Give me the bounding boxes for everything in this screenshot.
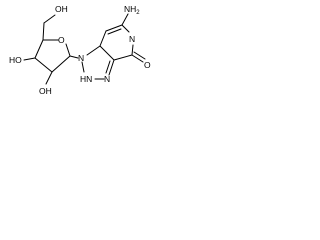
bond-n3-c3a (108, 59, 115, 76)
label-oh-top: OH (55, 4, 68, 14)
bond-c3-oh (23, 57, 36, 61)
bond-c7a-c3a (99, 45, 115, 61)
bond-n1-n2 (81, 61, 85, 73)
bond-c3-c2 (34, 57, 53, 73)
bond-c2-oh (45, 71, 53, 85)
label-nh2-subscript: 2 (136, 10, 140, 16)
bond-ch2-oh (43, 14, 56, 24)
bond-c4-o (131, 54, 144, 63)
label-oh-left: HO (9, 55, 22, 65)
bond-c1-n (69, 55, 79, 59)
bond-c6-n5 (121, 24, 130, 33)
bond-o-c1 (65, 43, 71, 57)
pyridinone-ring (99, 13, 146, 63)
bond-c6-nh2 (121, 13, 129, 26)
bond-c7a-c7 (99, 30, 107, 47)
label-nh2-main: NH (124, 4, 136, 14)
bond-c4-c3 (34, 39, 44, 59)
atom-labels: OH O HO OH N HN N N NH2 O (9, 4, 151, 96)
label-oxo: O (144, 60, 151, 70)
label-n-pyridine: N (129, 34, 135, 44)
bond-c7-c6 (105, 24, 123, 32)
bond-c4-c3a (113, 54, 133, 61)
bond-c7-c6-double (107, 28, 122, 35)
bond-n5-c4 (131, 44, 134, 56)
triazole-ring (81, 45, 115, 80)
bond-c2-c1 (51, 55, 71, 73)
label-ring-o: O (58, 35, 65, 45)
label-hn: HN (80, 74, 92, 84)
sugar-ring (23, 14, 79, 85)
label-oh-bottom: OH (39, 86, 52, 96)
label-n1: N (78, 53, 84, 63)
bond-c4-ch2 (42, 22, 45, 41)
bond-c4-o-double (133, 51, 146, 60)
label-nh2: NH2 (124, 4, 140, 16)
molecule-structure-diagram: OH O HO OH N HN N N NH2 O (9, 4, 151, 96)
label-n-triazole: N (104, 74, 110, 84)
bond-n3-c3a-double (105, 60, 111, 74)
bond-n1-c7a (86, 45, 101, 56)
